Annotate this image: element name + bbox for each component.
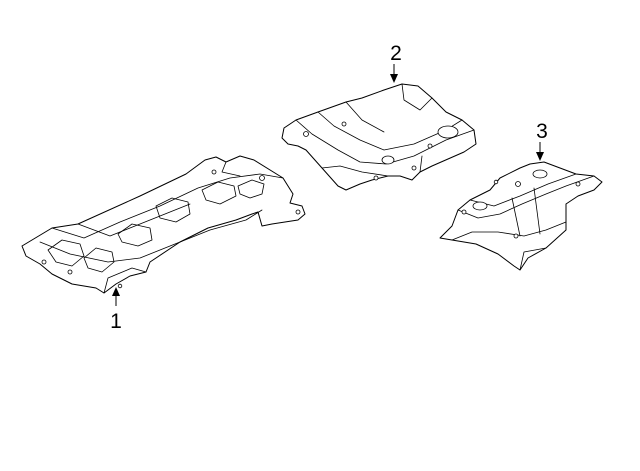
callout-number-1: 1 xyxy=(110,310,122,333)
arrowhead-2 xyxy=(390,74,398,83)
callout-1: 1 xyxy=(110,287,122,333)
callout-number-3: 3 xyxy=(536,120,548,143)
heat-shield-part-2[interactable] xyxy=(281,83,477,191)
callout-2: 2 xyxy=(390,42,402,83)
callout-number-2: 2 xyxy=(390,42,402,65)
callout-3: 3 xyxy=(536,120,548,161)
heat-shield-part-3[interactable] xyxy=(439,161,603,271)
arrowhead-1 xyxy=(112,287,120,296)
heat-shield-part-1[interactable] xyxy=(21,155,306,294)
arrowhead-3 xyxy=(536,152,544,161)
